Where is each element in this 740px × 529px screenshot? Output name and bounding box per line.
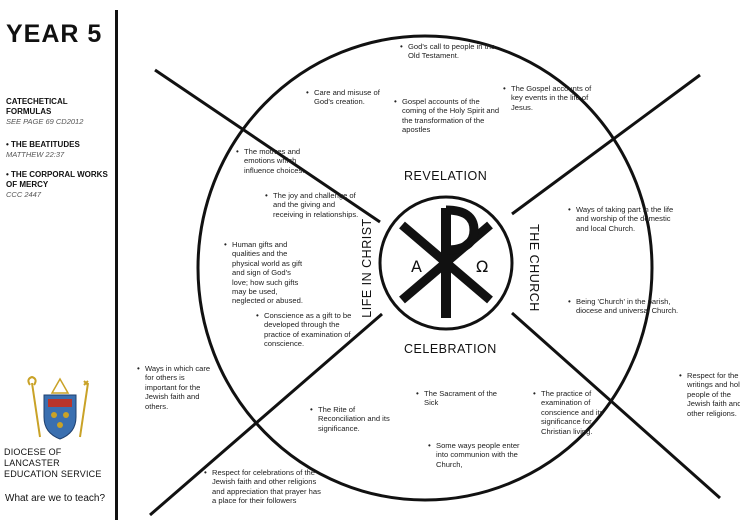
org-line-2: EDUCATION SERVICE [4, 469, 102, 479]
outer-circle [196, 34, 654, 502]
note-human-gifts: Human gifts and qualities and the physic… [224, 240, 306, 306]
note-domestic-church: Ways of taking part in the life and wors… [568, 205, 684, 233]
section-ref: SEE PAGE 69 CD2012 [6, 117, 84, 126]
note-sacrament-sick: The Sacrament of the Sick [416, 389, 506, 408]
section-heading: THE CORPORAL WORKS OF MERCY [6, 170, 112, 190]
note-being-church: Being 'Church' in the parish, diocese an… [568, 297, 684, 316]
guiding-question: What are we to teach? [5, 493, 106, 504]
section-heading: CATECHETICAL FORMULAS [6, 97, 68, 116]
note-gospel-jesus: The Gospel accounts of key events in the… [503, 84, 605, 112]
note-care-others: Ways in which care for others is importa… [137, 364, 213, 411]
divider-line [115, 10, 118, 520]
note-creation: Care and misuse of God's creation. [306, 88, 384, 107]
organization-name: DIOCESE OF LANCASTER EDUCATION SERVICE [4, 447, 116, 480]
alpha-symbol: A [411, 257, 422, 276]
section-corporal-works: THE CORPORAL WORKS OF MERCY CCC 2447 [6, 170, 112, 200]
section-heading: THE BEATITUDES [6, 140, 112, 150]
note-conscience-gift: Conscience as a gift to be developed thr… [256, 311, 352, 349]
note-reconciliation: The Rite of Reconciliation and its signi… [310, 405, 398, 433]
cross-line-top-right [511, 73, 701, 216]
section-ref: MATTHEW 22:37 [6, 150, 65, 159]
label-revelation: REVELATION [404, 169, 488, 183]
note-holy-spirit: Gospel accounts of the coming of the Hol… [394, 97, 502, 135]
note-holy-writings: Respect for the writings and holy people… [679, 371, 740, 418]
section-ref: CCC 2447 [6, 190, 42, 199]
org-line-1: DIOCESE OF LANCASTER [4, 447, 62, 468]
note-relationships: The joy and challenge of and the giving … [265, 191, 365, 219]
note-gods-call: God's call to people in the Old Testamen… [400, 42, 498, 61]
omega-symbol: Ω [476, 257, 488, 276]
chi-rho-icon [399, 205, 493, 318]
note-examination: The practice of examination of conscienc… [533, 389, 621, 436]
label-life-in-christ: LIFE IN CHRIST [360, 218, 374, 318]
note-communion: Some ways people enter into communion wi… [428, 441, 526, 469]
label-the-church: THE CHURCH [527, 224, 541, 312]
year-title: YEAR 5 [6, 20, 103, 48]
section-catechetical-formulas: CATECHETICAL FORMULAS SEE PAGE 69 CD2012 [6, 97, 112, 127]
sidebar: YEAR 5 CATECHETICAL FORMULAS SEE PAGE 69… [0, 0, 116, 529]
note-jewish-celebrations: Respect for celebrations of the Jewish f… [204, 468, 324, 506]
diocese-crest-logo [27, 375, 89, 440]
section-beatitudes: THE BEATITUDES MATTHEW 22:37 [6, 140, 112, 160]
label-celebration: CELEBRATION [404, 342, 497, 356]
note-motives: The motives and emotions which influence… [236, 147, 306, 175]
